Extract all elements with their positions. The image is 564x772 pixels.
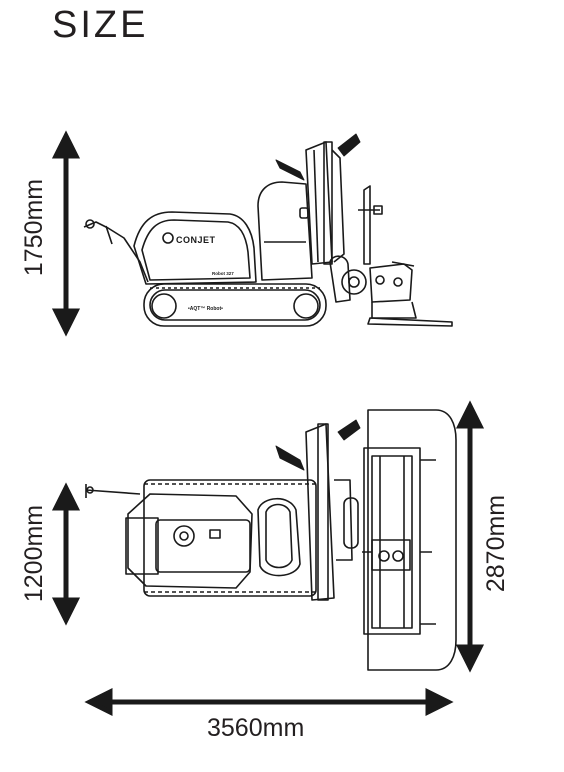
brand-text: CONJET [176, 235, 216, 245]
model-text: Robot 327 [212, 271, 234, 276]
track-label-text: •AQT™ Robot• [188, 306, 223, 312]
length-dimension-label: 3560mm [207, 714, 305, 742]
robot-side-view [83, 133, 453, 327]
height-dimension-arrow [51, 130, 81, 337]
robot-top-view [85, 409, 457, 671]
length-dimension-arrow [84, 687, 454, 717]
width-dimension-arrow [51, 482, 81, 626]
brand-logo-icon [162, 232, 174, 244]
page-title: SIZE [52, 4, 149, 46]
depth-dimension-arrow [455, 400, 485, 673]
